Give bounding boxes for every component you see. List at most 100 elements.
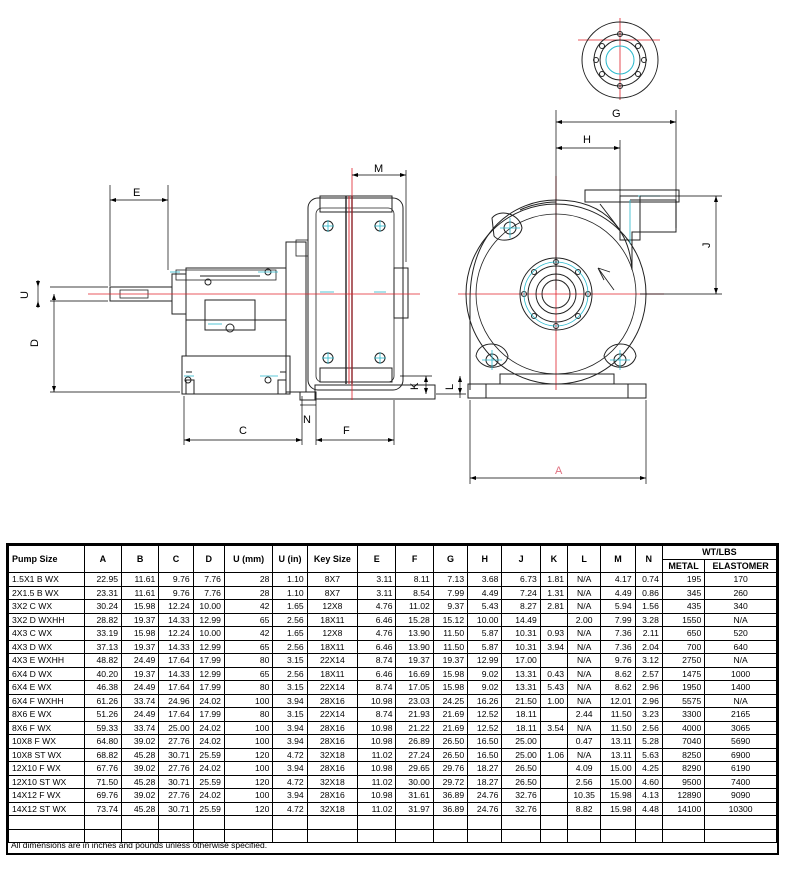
header-e: E xyxy=(357,545,397,573)
cell-d: 12.99 xyxy=(192,612,225,627)
cell-n: 5.28 xyxy=(634,734,663,749)
cell-e: 10.98 xyxy=(357,693,397,708)
empty-cell xyxy=(192,815,225,830)
cell-j: 10.31 xyxy=(501,626,541,641)
cell-pump-size: 4X3 D WX xyxy=(8,639,85,654)
cell-f: 21.93 xyxy=(395,707,434,722)
cell-key-size: 32X18 xyxy=(306,747,359,762)
cell-e: 8.74 xyxy=(357,680,397,695)
cell-g: 7.99 xyxy=(432,585,469,600)
cell-g: 11.50 xyxy=(432,639,469,654)
cell-c: 30.71 xyxy=(158,801,194,816)
cell-u-in: 4.72 xyxy=(272,801,308,816)
cell-c: 25.00 xyxy=(158,720,194,735)
cell-m: 4.49 xyxy=(600,585,636,600)
cell-d: 24.02 xyxy=(192,693,225,708)
header-k: K xyxy=(539,545,569,573)
header-wt-lbs: WT/LBS xyxy=(661,545,778,560)
cell-u-mm: 28 xyxy=(223,585,274,600)
cell-h: 18.27 xyxy=(467,761,503,776)
cell-d: 25.59 xyxy=(192,801,225,816)
cell-j: 32.76 xyxy=(501,801,541,816)
cell-h: 16.26 xyxy=(467,693,503,708)
cell-l: 2.00 xyxy=(567,612,602,627)
cell-a: 46.38 xyxy=(83,680,123,695)
cell-wt-elastomer: 6190 xyxy=(704,761,777,776)
cell-d: 7.76 xyxy=(192,572,225,587)
cell-k xyxy=(539,734,569,749)
cell-wt-metal: 7040 xyxy=(661,734,706,749)
cell-l: 2.56 xyxy=(567,774,602,789)
header-c: C xyxy=(158,545,194,573)
cell-pump-size: 10X8 F WX xyxy=(8,734,85,749)
cell-u-in: 2.56 xyxy=(272,639,308,654)
cell-b: 45.28 xyxy=(121,801,160,816)
cell-a: 37.13 xyxy=(83,639,123,654)
cell-m: 11.50 xyxy=(600,720,636,735)
cell-wt-elastomer: 2165 xyxy=(704,707,777,722)
cell-f: 19.37 xyxy=(395,653,434,668)
cell-g: 29.72 xyxy=(432,774,469,789)
cell-j: 18.11 xyxy=(501,720,541,735)
cell-b: 24.49 xyxy=(121,653,160,668)
empty-cell xyxy=(272,815,308,830)
cell-j: 25.00 xyxy=(501,734,541,749)
empty-cell xyxy=(600,815,636,830)
cell-a: 30.24 xyxy=(83,599,123,614)
cell-b: 39.02 xyxy=(121,734,160,749)
cell-k xyxy=(539,801,569,816)
cell-key-size: 12X8 xyxy=(306,599,359,614)
cell-n: 4.48 xyxy=(634,801,663,816)
cell-wt-metal: 1950 xyxy=(661,680,706,695)
cell-wt-metal: 12890 xyxy=(661,788,706,803)
cell-k xyxy=(539,707,569,722)
cell-f: 29.65 xyxy=(395,761,434,776)
cell-c: 27.76 xyxy=(158,788,194,803)
centerlines xyxy=(88,18,664,400)
cell-wt-metal: 435 xyxy=(661,599,706,614)
cell-g: 15.98 xyxy=(432,666,469,681)
header-l: L xyxy=(567,545,602,573)
cell-wt-elastomer: N/A xyxy=(704,653,777,668)
cell-d: 25.59 xyxy=(192,747,225,762)
cell-u-mm: 80 xyxy=(223,653,274,668)
cell-e: 4.76 xyxy=(357,626,397,641)
empty-cell xyxy=(306,828,359,843)
cell-f: 15.28 xyxy=(395,612,434,627)
cell-l: 8.82 xyxy=(567,801,602,816)
empty-cell xyxy=(121,815,160,830)
cell-wt-metal: 1475 xyxy=(661,666,706,681)
cell-l: N/A xyxy=(567,639,602,654)
cell-wt-metal: 700 xyxy=(661,639,706,654)
cell-e: 6.46 xyxy=(357,666,397,681)
table-header-row: Pump Size A B C D U (mm) U (in) Key Size… xyxy=(8,545,778,573)
cell-u-mm: 120 xyxy=(223,774,274,789)
cell-e: 10.98 xyxy=(357,761,397,776)
cell-m: 7.99 xyxy=(600,612,636,627)
cell-wt-elastomer: 1400 xyxy=(704,680,777,695)
cell-h: 5.87 xyxy=(467,639,503,654)
cell-f: 17.05 xyxy=(395,680,434,695)
dim-label-a: A xyxy=(555,465,563,477)
header-a: A xyxy=(83,545,123,573)
empty-cell xyxy=(357,815,397,830)
cell-g: 15.12 xyxy=(432,612,469,627)
cell-h: 16.50 xyxy=(467,747,503,762)
cell-n: 2.56 xyxy=(634,720,663,735)
cell-u-in: 1.10 xyxy=(272,585,308,600)
cell-h: 5.43 xyxy=(467,599,503,614)
empty-cell xyxy=(539,815,569,830)
cell-l: 10.35 xyxy=(567,788,602,803)
dimension-arrows xyxy=(36,120,718,480)
cell-u-mm: 100 xyxy=(223,734,274,749)
empty-cell xyxy=(223,815,274,830)
cell-m: 15.00 xyxy=(600,761,636,776)
cell-u-in: 3.94 xyxy=(272,720,308,735)
empty-cell xyxy=(661,828,706,843)
